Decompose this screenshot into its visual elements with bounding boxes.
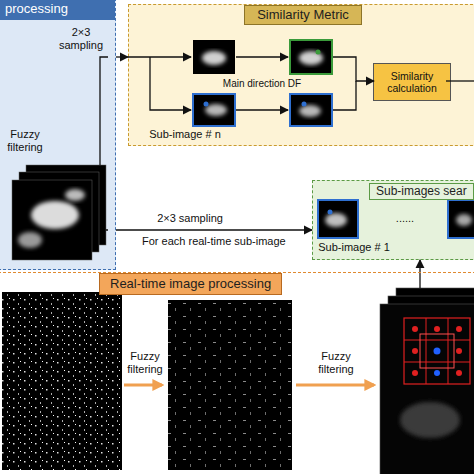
node-title: Similarity calculation: [374, 70, 450, 94]
panel: Similarity MetricSimilarity calculation: [128, 4, 474, 146]
grid-image-stack: [388, 296, 474, 474]
grid-image-stack: [380, 288, 474, 474]
grid-image-stack: [400, 402, 460, 438]
grid-image-stack: [404, 362, 470, 363]
flow-line: [100, 57, 108, 165]
flow-line: [419, 273, 420, 288]
flow-arrow: [419, 260, 420, 272]
node-title: Real-time image processing: [99, 273, 282, 295]
node-title: Similarity Metric: [244, 5, 362, 25]
flow-line: [333, 81, 356, 110]
grid-image-stack: [456, 370, 462, 376]
flow-line: [128, 56, 191, 57]
sub-image-thumbnail: [193, 94, 235, 126]
sub-image-thumbnail: [456, 214, 472, 226]
offline-image-stack: [19, 172, 99, 252]
annotation-label: 2×3 sampling: [150, 212, 230, 225]
sub-image-thumbnail: [204, 102, 209, 107]
offline-image-stack: [12, 165, 106, 260]
grid-image-stack: [404, 340, 470, 341]
offline-image-stack: [31, 201, 79, 229]
annotation-label: Fuzzy filtering: [121, 350, 169, 375]
offline-image-stack: [26, 165, 106, 245]
node-title: processing: [0, 0, 115, 20]
annotation-label: Sub-image # n: [148, 128, 222, 141]
annotation-label: Main direction DF: [222, 78, 302, 90]
sub-image-thumbnail: [316, 50, 321, 55]
sub-image-thumbnail: [328, 210, 333, 215]
grid-image-stack: [396, 288, 474, 474]
flow-arrow: [116, 56, 128, 57]
grid-image-stack: [380, 304, 474, 474]
sub-image-thumbnail: [318, 200, 358, 238]
process-box: Similarity calculation: [373, 63, 451, 101]
sub-image-thumbnail: [205, 104, 227, 116]
grid-image-stack: [434, 326, 440, 332]
orange-arrow: [124, 384, 374, 387]
grid-image-stack: [434, 348, 441, 355]
grid-image-stack: [456, 326, 462, 332]
annotation-label: ......: [380, 212, 430, 225]
sub-image-thumbnail: [193, 40, 235, 74]
flow-line: [150, 57, 191, 110]
grid-image-stack: [426, 318, 427, 384]
flow-line: [333, 57, 374, 81]
node-title: Sub-images sear: [369, 183, 474, 200]
offline-image-stack: [12, 180, 92, 260]
sub-image-thumbnail: [318, 200, 474, 238]
sub-image-thumbnail: [202, 51, 226, 65]
orange-arrow: [296, 384, 374, 387]
grid-image-stack: [448, 318, 449, 384]
sub-image-thumbnail: [302, 102, 307, 107]
sub-image-thumbnail: [193, 40, 332, 126]
sub-image-thumbnail: [299, 105, 321, 117]
sub-image-thumbnail: [448, 200, 474, 238]
grid-image-stack: [434, 370, 440, 376]
edge-image: [168, 300, 292, 470]
flow-line: [446, 80, 474, 81]
flow-line: [128, 57, 474, 110]
annotation-label: Fuzzy filtering: [312, 350, 360, 375]
grid-image-stack: [404, 318, 470, 384]
flow-line: [419, 273, 420, 288]
annotation-label: 2×3 sampling: [58, 26, 104, 51]
offline-image-stack: [18, 232, 42, 248]
sub-image-thumbnail: [290, 40, 332, 74]
flow-line: [236, 56, 288, 57]
grid-image-stack: [412, 326, 418, 332]
edge-image: [2, 292, 122, 470]
edge-image: [2, 292, 292, 470]
grid-image-stack: [456, 348, 462, 354]
flow-arrow: [116, 229, 312, 230]
sub-image-thumbnail: [299, 51, 323, 65]
annotation-label: Sub-image # 1: [314, 241, 394, 254]
sub-image-thumbnail: [290, 94, 332, 126]
sub-image-thumbnail: [325, 213, 347, 227]
offline-image-stack: [65, 189, 85, 201]
flow-line: [100, 57, 108, 230]
grid-image-stack: [412, 348, 418, 354]
orange-arrow: [124, 384, 162, 387]
grid-image-stack: [412, 370, 418, 376]
flow-line: [106, 229, 108, 230]
flow-line: [236, 109, 288, 110]
edge-label: For each real-time sub-image: [140, 235, 288, 248]
panel: Real-time image processing: [0, 272, 474, 474]
annotation-label: Fuzzy filtering: [2, 128, 48, 153]
grid-image-stack: [420, 334, 454, 368]
